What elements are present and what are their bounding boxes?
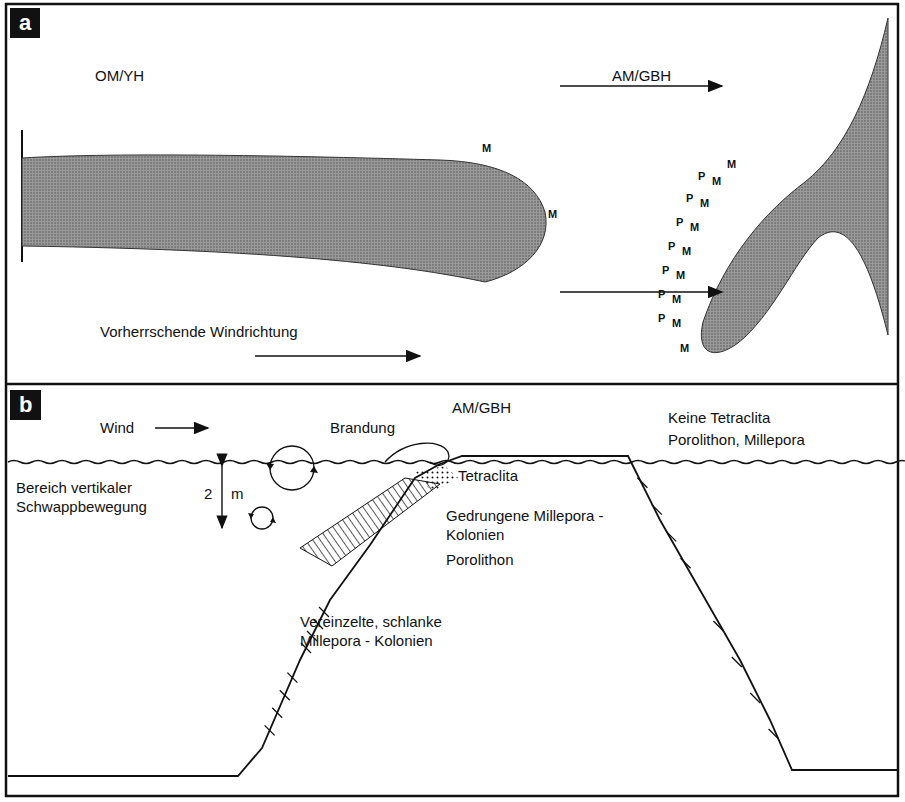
annotation-label: Vorherrschende Windrichtung (100, 322, 298, 341)
annotation-label: 2 (204, 484, 212, 503)
organism-marker: M (548, 208, 557, 220)
annotation-label: Porolithon, Millepora (668, 430, 805, 449)
annotation-label: OM/YH (95, 66, 144, 85)
organism-marker: M (690, 221, 699, 233)
annotation-label: Tetraclita (458, 466, 518, 485)
panel-letter: b (19, 392, 32, 417)
organism-marker: M (482, 142, 491, 154)
annotation-label: Keine Tetraclita (668, 408, 770, 427)
organism-marker: M (680, 342, 689, 354)
panel-letter: a (19, 10, 31, 35)
organism-marker: P (698, 170, 705, 182)
organism-marker: P (676, 216, 683, 228)
panel-badge: a (10, 8, 40, 38)
organism-marker: P (658, 288, 665, 300)
organism-marker: M (682, 245, 691, 257)
organism-marker: P (658, 312, 665, 324)
annotation-label: AM/GBH (612, 66, 671, 85)
organism-marker: M (700, 197, 709, 209)
organism-marker: M (672, 293, 681, 305)
organism-marker: P (662, 264, 669, 276)
annotation-label: Vereinzelte, schlanke Millepora - Koloni… (300, 612, 500, 650)
organism-marker: M (676, 269, 685, 281)
water-surface (8, 461, 905, 464)
annotation-label: Bereich vertikaler Schwappbewegung (16, 478, 166, 516)
annotation-label: AM/GBH (452, 398, 511, 417)
organism-marker: M (727, 158, 736, 170)
annotation-label: Porolithon (446, 550, 514, 569)
annotation-label: Brandung (330, 418, 395, 437)
organism-marker: P (686, 192, 693, 204)
organism-marker: P (668, 240, 675, 252)
organism-marker: M (712, 175, 721, 187)
annotation-label: Gedrungene Millepora - Kolonien (446, 506, 636, 544)
annotation-label: Wind (100, 418, 134, 437)
organism-marker: M (672, 317, 681, 329)
panel-badge: b (10, 390, 41, 420)
annotation-label: m (231, 484, 244, 503)
